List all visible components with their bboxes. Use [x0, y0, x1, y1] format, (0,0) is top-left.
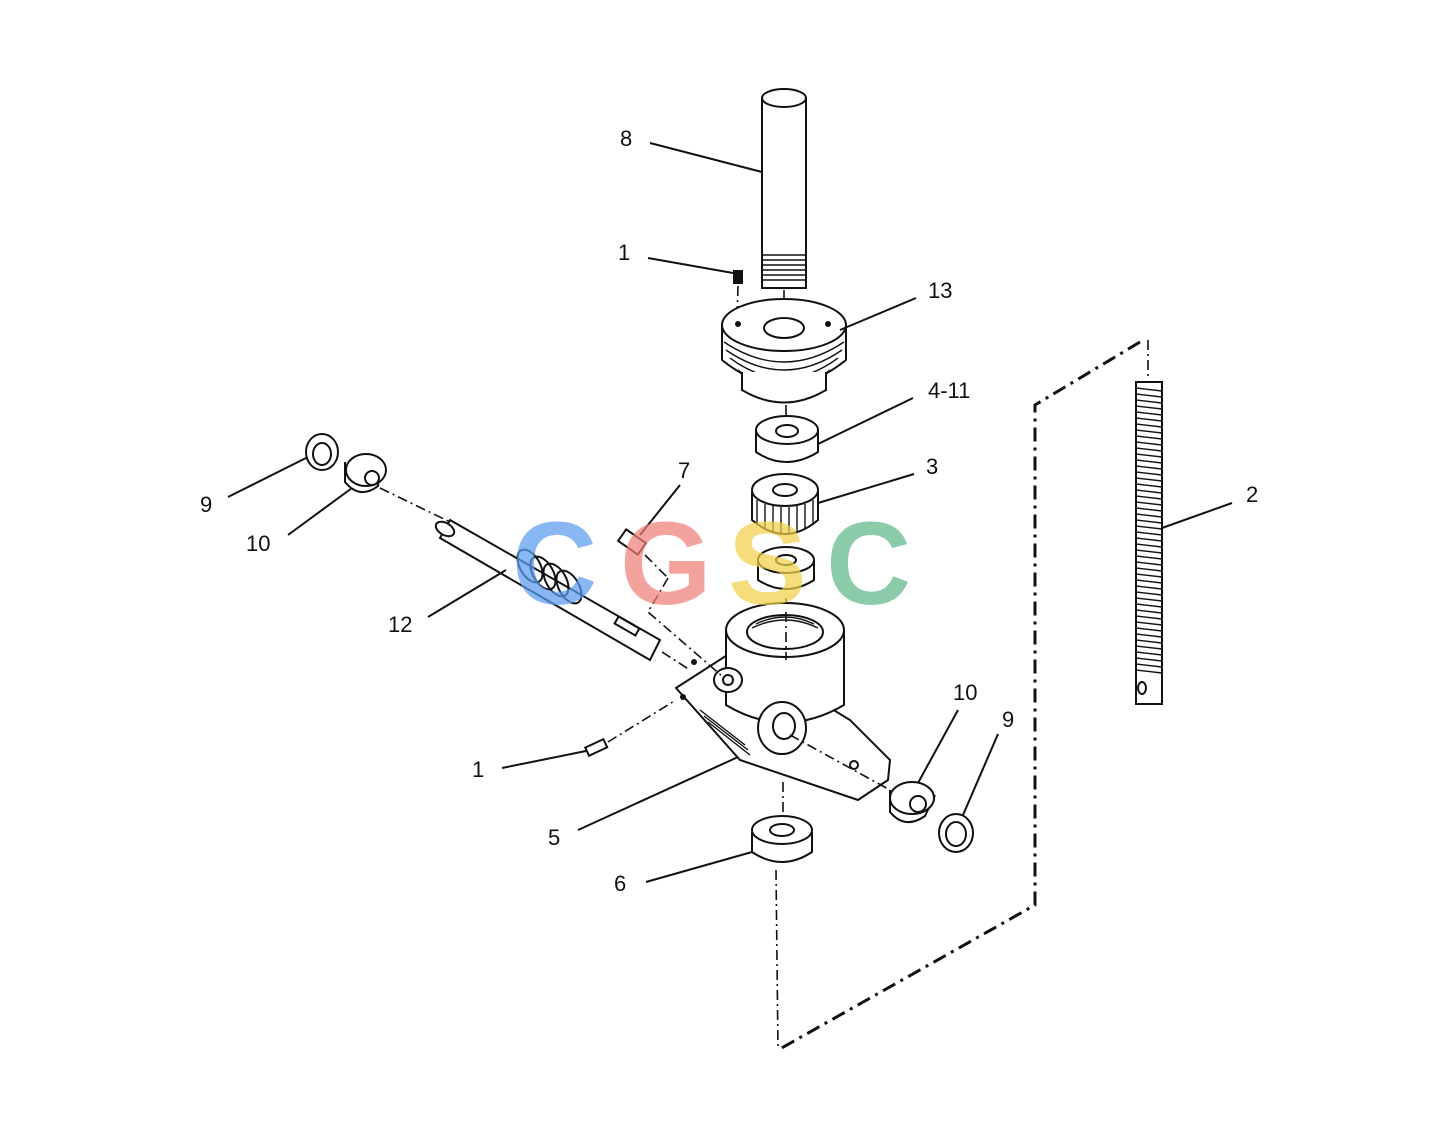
- callouts: 8 1 13 4-11 3 7 2 9 10 12 10 9 1 5 6: [200, 126, 1258, 896]
- callout-1-top: 1: [618, 240, 630, 265]
- watermark-letter-c2: C: [826, 498, 911, 630]
- watermark-logo: C G S C: [512, 498, 911, 630]
- callout-9-right: 9: [1002, 707, 1014, 732]
- callout-10-right: 10: [953, 680, 977, 705]
- callout-12: 12: [388, 612, 412, 637]
- callout-10-left: 10: [246, 531, 270, 556]
- callout-7: 7: [678, 458, 690, 483]
- watermark-letter-s: S: [728, 498, 807, 630]
- part-12-worm-shaft: [379, 487, 691, 671]
- callout-2: 2: [1246, 482, 1258, 507]
- watermark-letter-c1: C: [512, 498, 597, 630]
- part-7-set-screw: [616, 527, 723, 677]
- callout-13: 13: [928, 278, 952, 303]
- part-4-11-bushing: [755, 405, 819, 463]
- leader-lines: [227, 142, 1233, 883]
- part-9-snap-ring-right: [938, 813, 974, 853]
- part-8-shaft: [761, 88, 807, 320]
- callout-9-left: 9: [200, 492, 212, 517]
- part-3-gear: [751, 473, 819, 535]
- part-2-rack: [1135, 340, 1163, 705]
- part-5-housing: [674, 602, 892, 802]
- part-9-snap-ring-left: [305, 433, 339, 471]
- callout-8: 8: [620, 126, 632, 151]
- callout-4-11: 4-11: [928, 378, 970, 403]
- part-13-threaded-cap: [721, 298, 847, 404]
- part-6-bushing: [751, 782, 813, 863]
- part-1-set-screw-bottom: [583, 699, 677, 758]
- phantom-outline: [775, 340, 1141, 1052]
- watermark-letter-g: G: [620, 498, 712, 630]
- callout-6: 6: [614, 871, 626, 896]
- part-10-bearing-right: [789, 734, 936, 823]
- callout-5: 5: [548, 825, 560, 850]
- part-10-bearing-left: [344, 453, 387, 493]
- callout-3: 3: [926, 454, 938, 479]
- callout-1-bottom: 1: [472, 757, 484, 782]
- part-collar: [757, 546, 815, 612]
